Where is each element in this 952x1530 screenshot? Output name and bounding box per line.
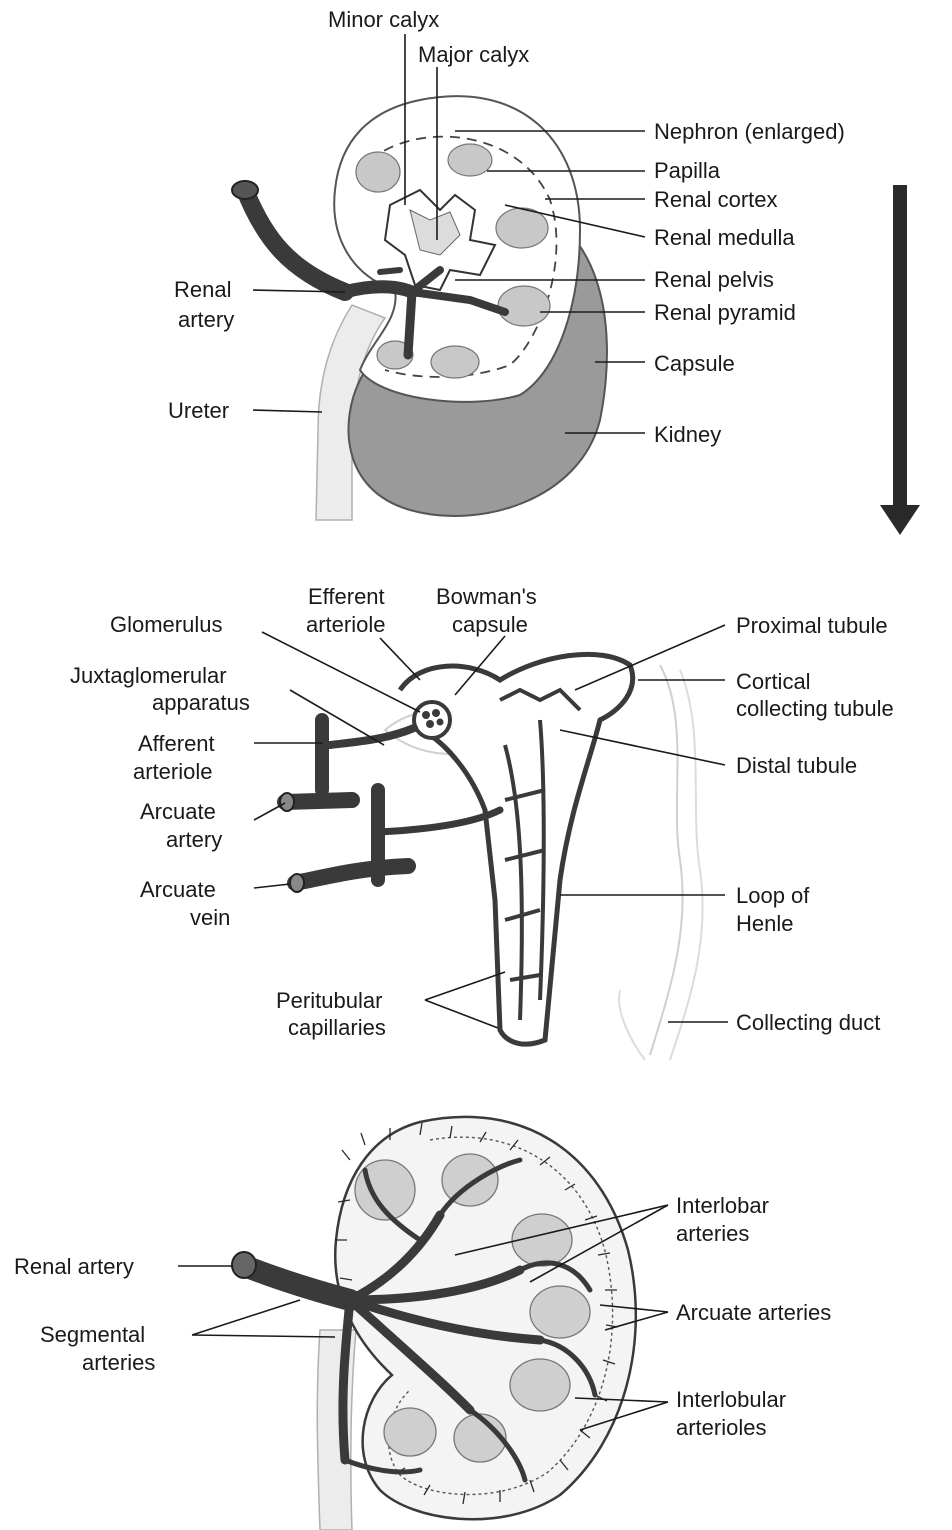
renal-pyramid-label: Renal pyramid	[654, 300, 796, 325]
papilla-label: Papilla	[654, 158, 721, 183]
kidney-label: Kidney	[654, 422, 721, 447]
arcuate-vein-label-line1: Arcuate	[140, 877, 216, 902]
renal-artery-opening-2	[232, 1252, 256, 1278]
renal-artery-label-line1: Renal	[174, 277, 231, 302]
bowmans-capsule-label-line2: capsule	[452, 612, 528, 637]
bowmans-capsule-label-line1: Bowman's	[436, 584, 537, 609]
arcuate-artery-label-line2: artery	[166, 827, 222, 852]
interlobar-arteries-label-line1: Interlobar	[676, 1193, 769, 1218]
cortical-collecting-tubule-label-line2: collecting tubule	[736, 696, 894, 721]
proximal-tubule-label: Proximal tubule	[736, 613, 888, 638]
kidney-panel: Minor calyx Major calyx Nephron (enlarge…	[168, 7, 845, 520]
renal-cortex-label: Renal cortex	[654, 187, 778, 212]
cortical-collecting-tubule-label-line1: Cortical	[736, 669, 811, 694]
renal-medulla-label: Renal medulla	[654, 225, 795, 250]
vasculature-panel: Renal artery Segmental arteries Interlob…	[14, 1117, 831, 1530]
loop-of-henle-label-line1: Loop of	[736, 883, 810, 908]
juxtaglomerular-label-line1: Juxtaglomerular	[70, 663, 227, 688]
distal-tubule-label: Distal tubule	[736, 753, 857, 778]
interlobular-arterioles-label-line2: arterioles	[676, 1415, 766, 1440]
loop-of-henle-label-line2: Henle	[736, 911, 793, 936]
nephron-enlarged-label: Nephron (enlarged)	[654, 119, 845, 144]
efferent-arteriole-label-line1: Efferent	[308, 584, 385, 609]
interlobular-arterioles-label-line1: Interlobular	[676, 1387, 786, 1412]
afferent-arteriole-label-line1: Afferent	[138, 731, 215, 756]
arcuate-artery-label-line1: Arcuate	[140, 799, 216, 824]
renal-pelvis-label: Renal pelvis	[654, 267, 774, 292]
juxtaglomerular-label-line2: apparatus	[152, 690, 250, 715]
segmental-arteries-label-line1: Segmental	[40, 1322, 145, 1347]
bowmans-capsule-drawing	[414, 702, 450, 738]
arcuate-arteries-label: Arcuate arteries	[676, 1300, 831, 1325]
major-calyx-label: Major calyx	[418, 42, 529, 67]
peritubular-capillaries-label-line2: capillaries	[288, 1015, 386, 1040]
renal-artery-label: Renal artery	[14, 1254, 134, 1279]
down-arrow-icon	[880, 185, 920, 535]
nephron-panel: Efferent arteriole Bowman's capsule Glom…	[70, 584, 894, 1060]
segmental-arteries-label-line2: arteries	[82, 1350, 155, 1375]
glomerulus-label: Glomerulus	[110, 612, 222, 637]
ureter-label: Ureter	[168, 398, 229, 423]
renal-artery-opening	[232, 181, 258, 199]
interlobar-arteries-label-line2: arteries	[676, 1221, 749, 1246]
collecting-duct-label: Collecting duct	[736, 1010, 880, 1035]
peritubular-capillaries-label-line1: Peritubular	[276, 988, 382, 1013]
renal-artery-label-line2: artery	[178, 307, 234, 332]
afferent-arteriole-label-line2: arteriole	[133, 759, 212, 784]
capsule-label: Capsule	[654, 351, 735, 376]
efferent-arteriole-label-line2: arteriole	[306, 612, 385, 637]
arcuate-vein-label-line2: vein	[190, 905, 230, 930]
minor-calyx-label: Minor calyx	[328, 7, 439, 32]
